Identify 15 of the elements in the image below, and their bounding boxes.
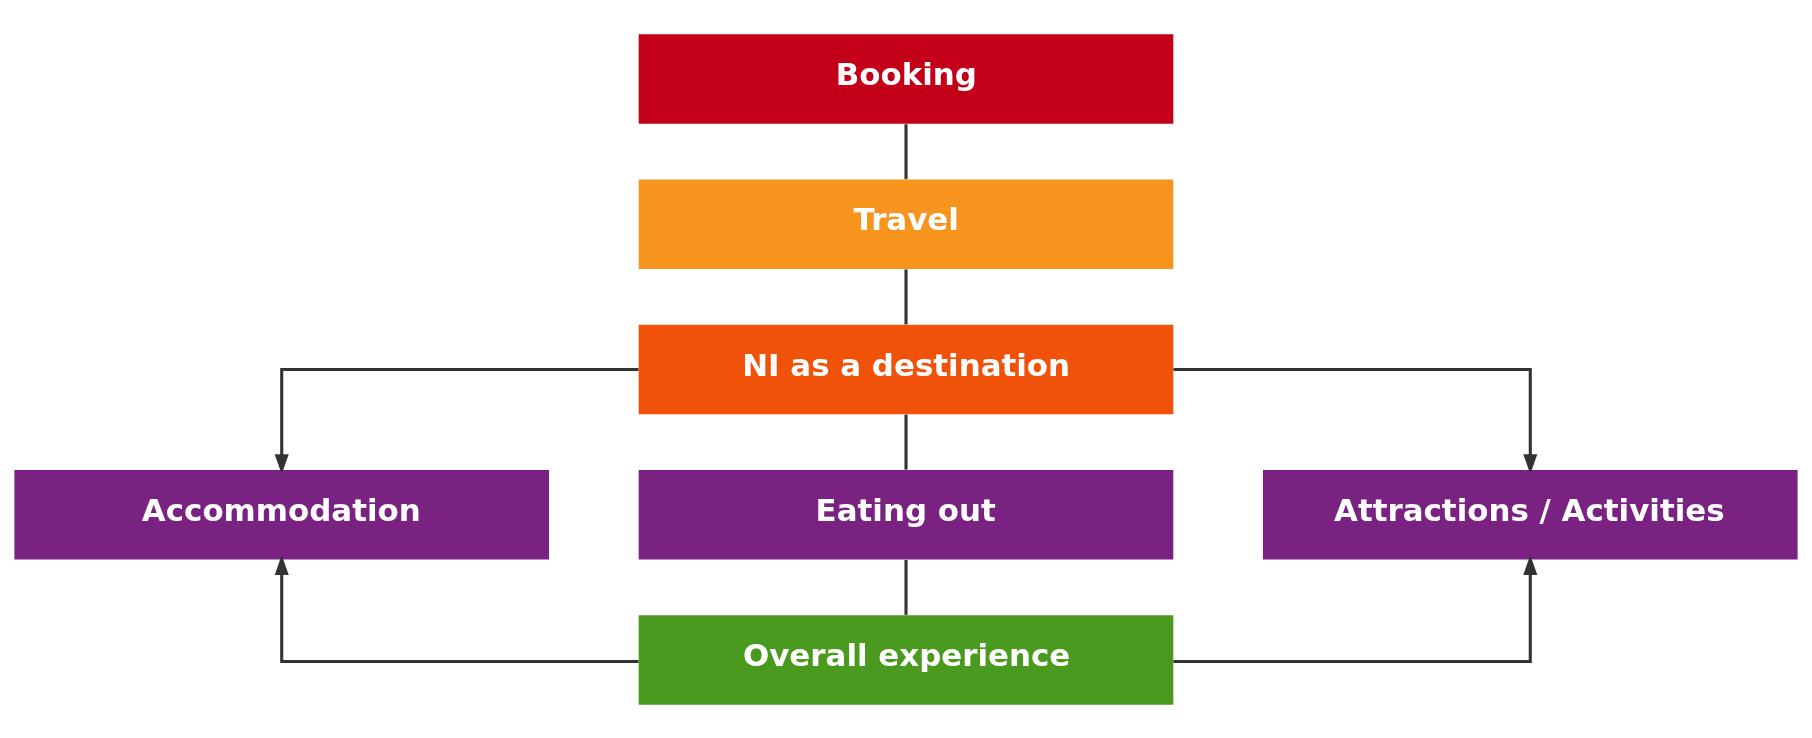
arrow [1173, 554, 1538, 663]
node-box: Overall experience [638, 614, 1174, 705]
node-box: Eating out [638, 469, 1174, 560]
arrow [274, 367, 639, 474]
arrow [1173, 367, 1538, 474]
connector [904, 268, 908, 324]
node-box: Accommodation [14, 469, 550, 560]
connector [904, 559, 908, 615]
node-box: NI as a destination [638, 324, 1174, 414]
connector [904, 123, 908, 179]
arrow [274, 554, 639, 663]
node-box: Attractions / Activities [1262, 469, 1798, 560]
node-box: Booking [638, 33, 1174, 124]
node-box: Travel [638, 178, 1174, 269]
connector [904, 414, 908, 470]
